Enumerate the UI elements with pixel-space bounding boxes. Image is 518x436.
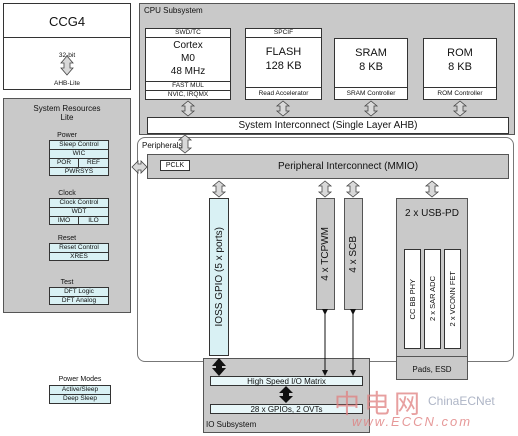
power-pwrsys: PWRSYS (64, 168, 94, 175)
ccg4-bus-name: AHB-Lite (53, 80, 80, 87)
flash-block: SPCIF FLASH 128 KB Read Accelerator (245, 28, 322, 100)
usbpd-cc-bb-phy-label: CC BB PHY (408, 278, 417, 320)
scb-label: 4 x SCB (348, 235, 359, 273)
ccg4-bus-width: 32-bit (58, 52, 76, 59)
usbpd-pads: Pads, ESD (412, 365, 452, 374)
clock-title: Clock (58, 190, 76, 197)
usbpd-block: 2 x USB-PD CC BB PHY 2 x SAR ADC 2 x VCO… (396, 198, 468, 380)
usbpd-divider (397, 356, 467, 357)
peripheral-interconnect: PCLK Peripheral Interconnect (MMIO) (147, 154, 509, 179)
ioss-gpio-label: IOSS GPIO (5 x ports) (213, 227, 225, 327)
clock-imo: IMO (50, 217, 79, 225)
power-mode-active: Active/Sleep (50, 386, 110, 395)
clock-wdt: WDT (50, 208, 108, 217)
ioss-gpio-block: IOSS GPIO (5 x ports) (209, 198, 229, 356)
reset-control: Reset Control (50, 244, 108, 253)
sysres-title-line1: System Resources (33, 104, 101, 113)
cortex-nvic: NVIC, IRQMX (167, 91, 209, 98)
usbpd-vconn-fet-label: 2 x VCONN FET (448, 271, 457, 327)
test-dft-analog: DFT Analog (61, 297, 97, 304)
power-group: Sleep Control WIC POR REF PWRSYS (49, 140, 109, 176)
io-gpios: 28 x GPIOs, 2 OVTs (210, 404, 363, 414)
cortex-m0-block: SWD/TC Cortex M0 48 MHz FAST MUL NVIC, I… (145, 28, 231, 100)
clock-group: Clock Control WDT IMO ILO (49, 198, 109, 225)
io-matrix: High Speed I/O Matrix (210, 376, 363, 386)
usbpd-title: 2 x USB-PD (405, 208, 459, 219)
watermark-brand: ChinaECNet (428, 394, 495, 408)
io-subsystem: High Speed I/O Matrix 28 x GPIOs, 2 OVTs… (203, 358, 370, 433)
flash-header: SPCIF (246, 29, 321, 38)
cpu-subsystem-title: CPU Subsystem (144, 6, 203, 15)
io-subsystem-title: IO Subsystem (206, 420, 257, 429)
power-por: POR (50, 159, 79, 168)
scb-block: 4 x SCB (344, 198, 363, 310)
cortex-fastmul: FAST MUL (146, 81, 230, 91)
clock-ilo: ILO (88, 217, 99, 224)
usbpd-cc-bb-phy: CC BB PHY (404, 249, 421, 349)
sram-size: 8 KB (359, 61, 383, 73)
tcpwm-block: 4 x TCPWM (316, 198, 335, 310)
reset-xres: XRES (70, 253, 88, 260)
ccg4-block: CCG4 32-bit AHB-Lite (3, 3, 131, 90)
cortex-name: Cortex (173, 40, 203, 51)
sram-block: SRAM 8 KB SRAM Controller (334, 38, 408, 100)
sysres-title-line2: Lite (60, 113, 74, 122)
power-wic: WIC (50, 150, 108, 159)
tcpwm-label: 4 x TCPWM (320, 227, 331, 281)
rom-size: 8 KB (448, 61, 472, 73)
rom-foot: ROM Controller (424, 87, 496, 99)
rom-name: ROM (447, 47, 473, 59)
reset-title: Reset (57, 235, 77, 242)
ccg4-title: CCG4 (48, 14, 86, 29)
usbpd-sar-adc-label: 2 x SAR ADC (428, 276, 437, 322)
reset-group: Reset Control XRES (49, 243, 109, 261)
rom-block: ROM 8 KB ROM Controller (423, 38, 497, 100)
cortex-header: SWD/TC (146, 29, 230, 38)
power-modes-title: Power Modes (58, 376, 102, 383)
power-sleep-control: Sleep Control (50, 141, 108, 150)
system-interconnect: System Interconnect (Single Layer AHB) (147, 117, 509, 134)
clock-control: Clock Control (50, 199, 108, 208)
usbpd-sar-adc: 2 x SAR ADC (424, 249, 441, 349)
flash-size: 128 KB (265, 60, 302, 72)
ccg4-divider (4, 37, 130, 38)
usbpd-vconn-fet: 2 x VCONN FET (444, 249, 461, 349)
power-title: Power (57, 132, 77, 139)
flash-name: FLASH (265, 46, 302, 58)
power-modes-group: Active/Sleep Deep Sleep (49, 385, 111, 404)
test-title: Test (60, 279, 74, 286)
test-dft-logic: DFT Logic (50, 288, 108, 297)
pclk-label: PCLK (160, 160, 190, 171)
flash-foot: Read Accelerator (246, 87, 321, 99)
sram-name: SRAM (355, 47, 387, 59)
peripheral-interconnect-label: Peripheral Interconnect (MMIO) (277, 161, 419, 172)
watermark-cn: 中电网 (334, 390, 425, 420)
watermark-url: www.ECCN.com (352, 414, 473, 429)
cortex-sub: M0 (181, 53, 195, 64)
sram-foot: SRAM Controller (335, 87, 407, 99)
power-mode-deep: Deep Sleep (63, 395, 97, 402)
peripherals-title: Peripherals (142, 141, 183, 150)
cortex-freq: 48 MHz (170, 66, 206, 77)
test-group: DFT Logic DFT Analog (49, 287, 109, 305)
power-ref: REF (79, 159, 108, 168)
